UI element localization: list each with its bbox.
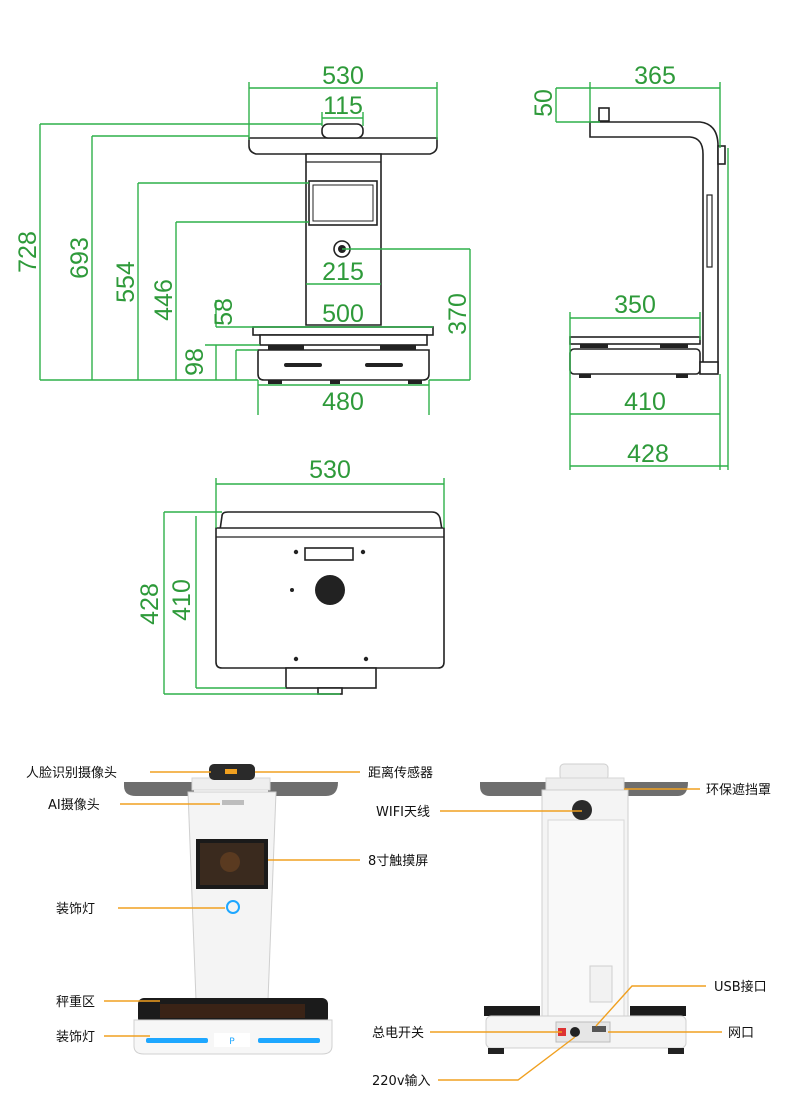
- label-deco-light-bottom: 装饰灯: [56, 1030, 95, 1045]
- top-shelf: [219, 511, 443, 531]
- top-antenna: [315, 575, 345, 605]
- side-scale-plate: [569, 336, 701, 345]
- label-deco-light-top: 装饰灯: [56, 902, 95, 917]
- label-distance-sensor: 距离传感器: [368, 765, 433, 781]
- label-ai-camera: AI摄像头: [48, 798, 100, 813]
- label-usb-port: USB接口: [714, 979, 767, 995]
- photo-wifi-antenna: [572, 800, 592, 820]
- side-base: [569, 348, 701, 375]
- front-scale-plate: [252, 326, 434, 336]
- top-stand: [285, 667, 377, 689]
- front-view: 530 115 728 693 554 446 215 370 58 500 9…: [14, 62, 472, 416]
- dim-front-width-530: 530: [322, 62, 364, 90]
- label-network-port: 网口: [728, 1026, 754, 1041]
- dim-column-215: 215: [322, 258, 364, 286]
- top-view: 530 428 410: [136, 456, 445, 695]
- photo-eco-shield-left: [480, 782, 546, 796]
- dim-height-58: 58: [210, 298, 238, 326]
- svg-text:P: P: [229, 1037, 235, 1047]
- dim-top-410: 410: [168, 579, 196, 621]
- side-arm: [589, 121, 719, 373]
- side-view: 365 50 350 410 428: [530, 62, 729, 470]
- dim-side-365: 365: [634, 62, 676, 90]
- dim-height-554: 554: [112, 261, 140, 303]
- dim-side-410: 410: [624, 388, 666, 416]
- dim-height-446: 446: [150, 279, 178, 321]
- label-eco-shield: 环保遮挡罩: [706, 782, 771, 798]
- label-wifi-antenna: WIFI天线: [376, 805, 430, 820]
- label-face-camera: 人脸识别摄像头: [26, 766, 117, 781]
- dim-top-530: 530: [309, 456, 351, 484]
- dim-base-480: 480: [322, 388, 364, 416]
- dim-side-350: 350: [614, 291, 656, 319]
- dim-side-50: 50: [530, 89, 558, 117]
- label-power-switch: 总电开关: [372, 1026, 424, 1041]
- photo-front-column: [187, 791, 277, 1001]
- top-camera-box: [304, 547, 354, 561]
- front-scale-mid: [259, 334, 428, 346]
- dim-front-camera-115: 115: [323, 92, 363, 120]
- label-scale-area: 秤重区: [56, 994, 95, 1010]
- dim-height-98: 98: [181, 348, 209, 376]
- dim-plate-500: 500: [322, 300, 364, 328]
- dim-top-428: 428: [136, 583, 164, 625]
- label-touchscreen: 8寸触摸屏: [368, 854, 428, 869]
- front-base: [257, 349, 430, 381]
- dim-height-728: 728: [14, 231, 42, 273]
- dim-height-370: 370: [444, 293, 472, 335]
- dim-side-428: 428: [627, 440, 669, 468]
- side-camera: [598, 107, 610, 122]
- photo-front: P 人脸识别摄像头 距离传感器 AI摄像头 8寸触摸屏 装饰灯 秤重区 装饰灯: [26, 764, 433, 1055]
- front-shelf: [248, 137, 438, 155]
- front-camera-box: [321, 123, 364, 139]
- photo-deco-light: [226, 900, 240, 914]
- photo-back: 环保遮挡罩 WIFI天线 USB接口 总电开关 网口 220v输入: [372, 763, 771, 1089]
- dim-height-693: 693: [66, 237, 94, 279]
- label-power-input: 220v输入: [372, 1073, 431, 1089]
